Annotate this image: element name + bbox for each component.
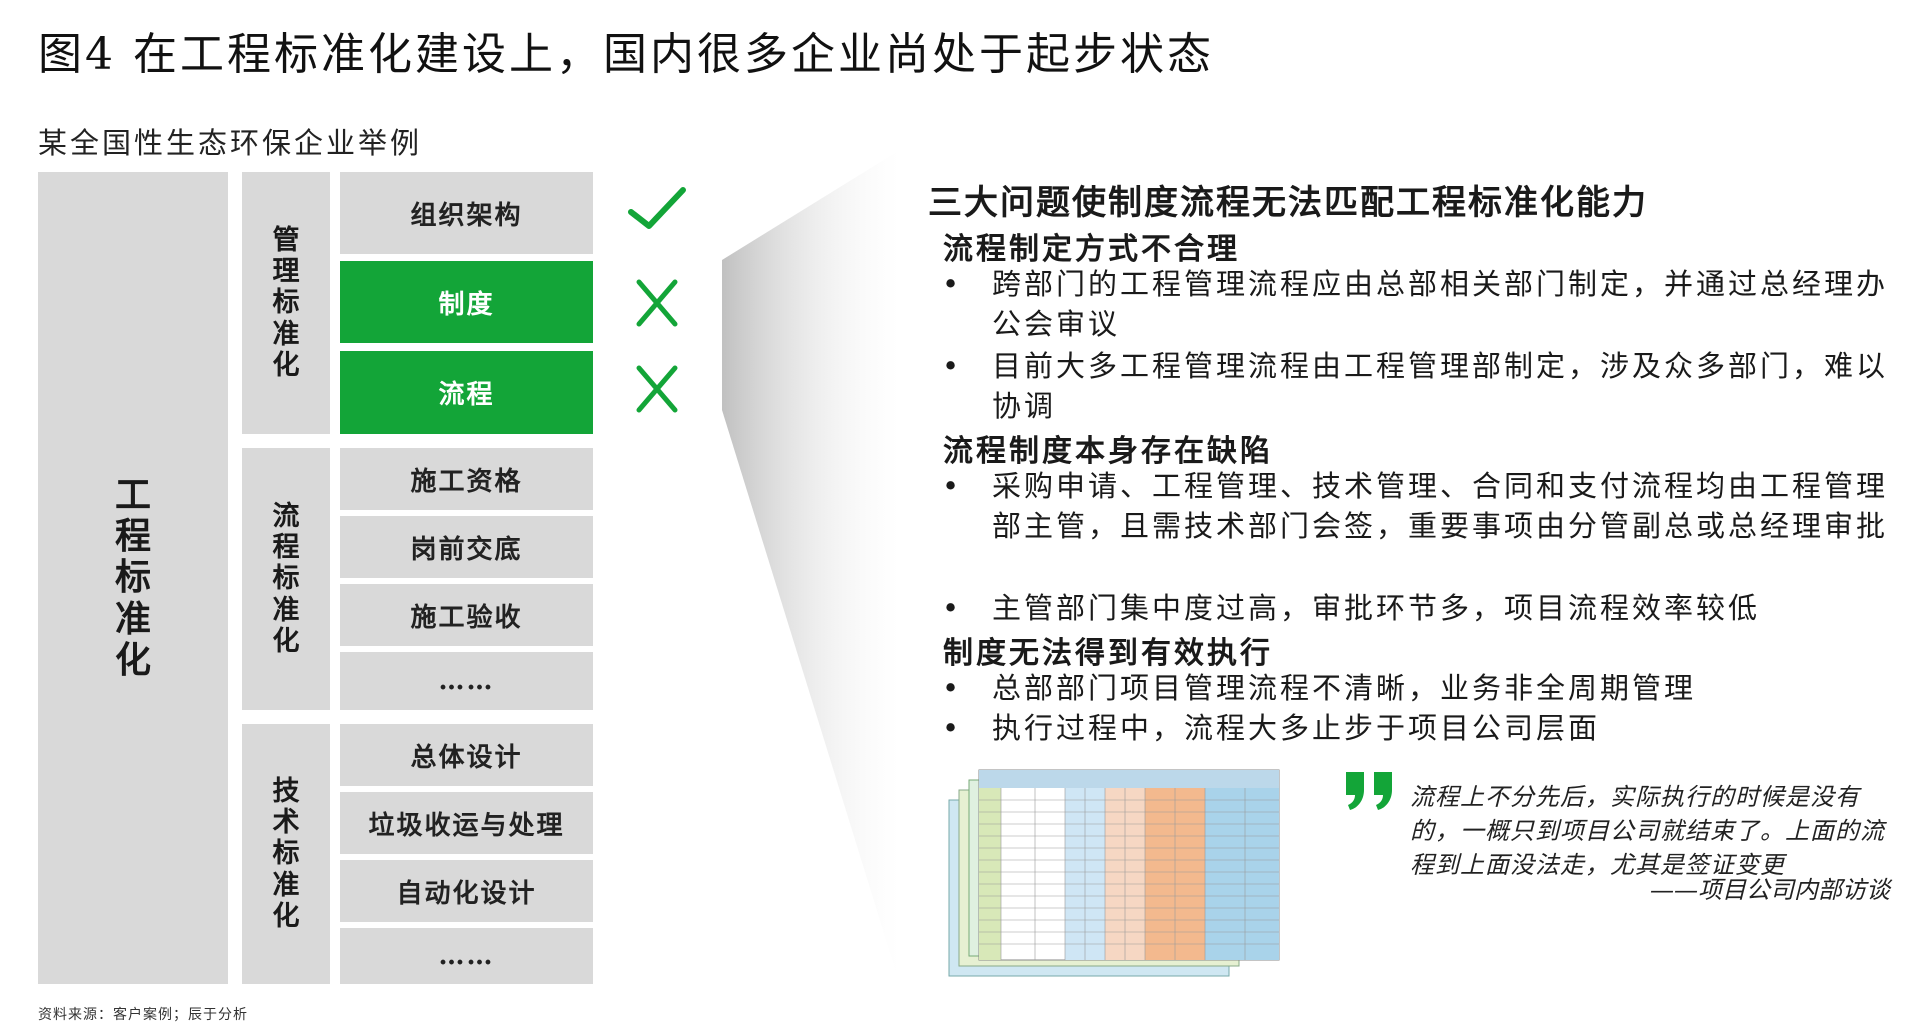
panel-title: 三大问题使制度流程无法匹配工程标准化能力: [928, 183, 1648, 223]
section-heading-1: 流程制定方式不合理: [943, 232, 1240, 267]
item-waste-collection: 垃圾收运与处理: [340, 792, 593, 854]
process-spreadsheet-image: [948, 769, 1280, 977]
item-process-more: ……: [340, 652, 593, 710]
bullet-item: •执行过程中，流程大多止步于项目公司层面: [942, 711, 1601, 745]
bullet-item: •目前大多工程管理流程由工程管理部制定，涉及众多部门，难以协调: [942, 349, 1889, 423]
item-automation-design: 自动化设计: [340, 860, 593, 922]
engineering-standardization-label: 工程标准化: [114, 473, 151, 682]
item-process: 流程: [340, 351, 593, 434]
page-title: 图4 在工程标准化建设上，国内很多企业尚处于起步状态: [38, 29, 1214, 80]
engineering-standardization-column: 工程标准化: [38, 172, 228, 984]
section-heading-2: 流程制度本身存在缺陷: [943, 434, 1273, 469]
group-technical-standardization: 技术标准化: [242, 724, 330, 984]
bullet-item: •主管部门集中度过高，审批环节多，项目流程效率较低: [942, 591, 1761, 625]
item-technical-more: ……: [340, 928, 593, 984]
quote-mark-icon: [1346, 772, 1392, 810]
source-note: 资料来源：客户案例；辰于分析: [38, 1007, 248, 1023]
group-process-standardization: 流程标准化: [242, 448, 330, 710]
item-overall-design: 总体设计: [340, 724, 593, 786]
quote-source: ——项目公司内部访谈: [1650, 876, 1890, 904]
page-subtitle: 某全国性生态环保企业举例: [38, 126, 423, 160]
cross-icon: [636, 365, 678, 413]
item-organization-structure: 组织架构: [340, 172, 593, 254]
interview-quote: 流程上不分先后，实际执行的时候是没有的，一概只到项目公司就结束了。上面的流程到上…: [1410, 783, 1885, 879]
section-heading-3: 制度无法得到有效执行: [943, 636, 1273, 671]
bullet-item: •总部部门项目管理流程不清晰，业务非全周期管理: [942, 671, 1697, 705]
check-icon: [628, 187, 686, 229]
group-management-standardization: 管理标准化: [242, 172, 330, 434]
item-system: 制度: [340, 261, 593, 343]
item-construction-acceptance: 施工验收: [340, 584, 593, 646]
item-construction-qualification: 施工资格: [340, 448, 593, 510]
item-pre-job-briefing: 岗前交底: [340, 516, 593, 578]
bullet-item: •跨部门的工程管理流程应由总部相关部门制定，并通过总经理办公会审议: [942, 267, 1889, 341]
cross-icon: [636, 279, 678, 327]
bullet-item: •采购申请、工程管理、技术管理、合同和支付流程均由工程管理部主管，且需技术部门会…: [942, 469, 1889, 543]
